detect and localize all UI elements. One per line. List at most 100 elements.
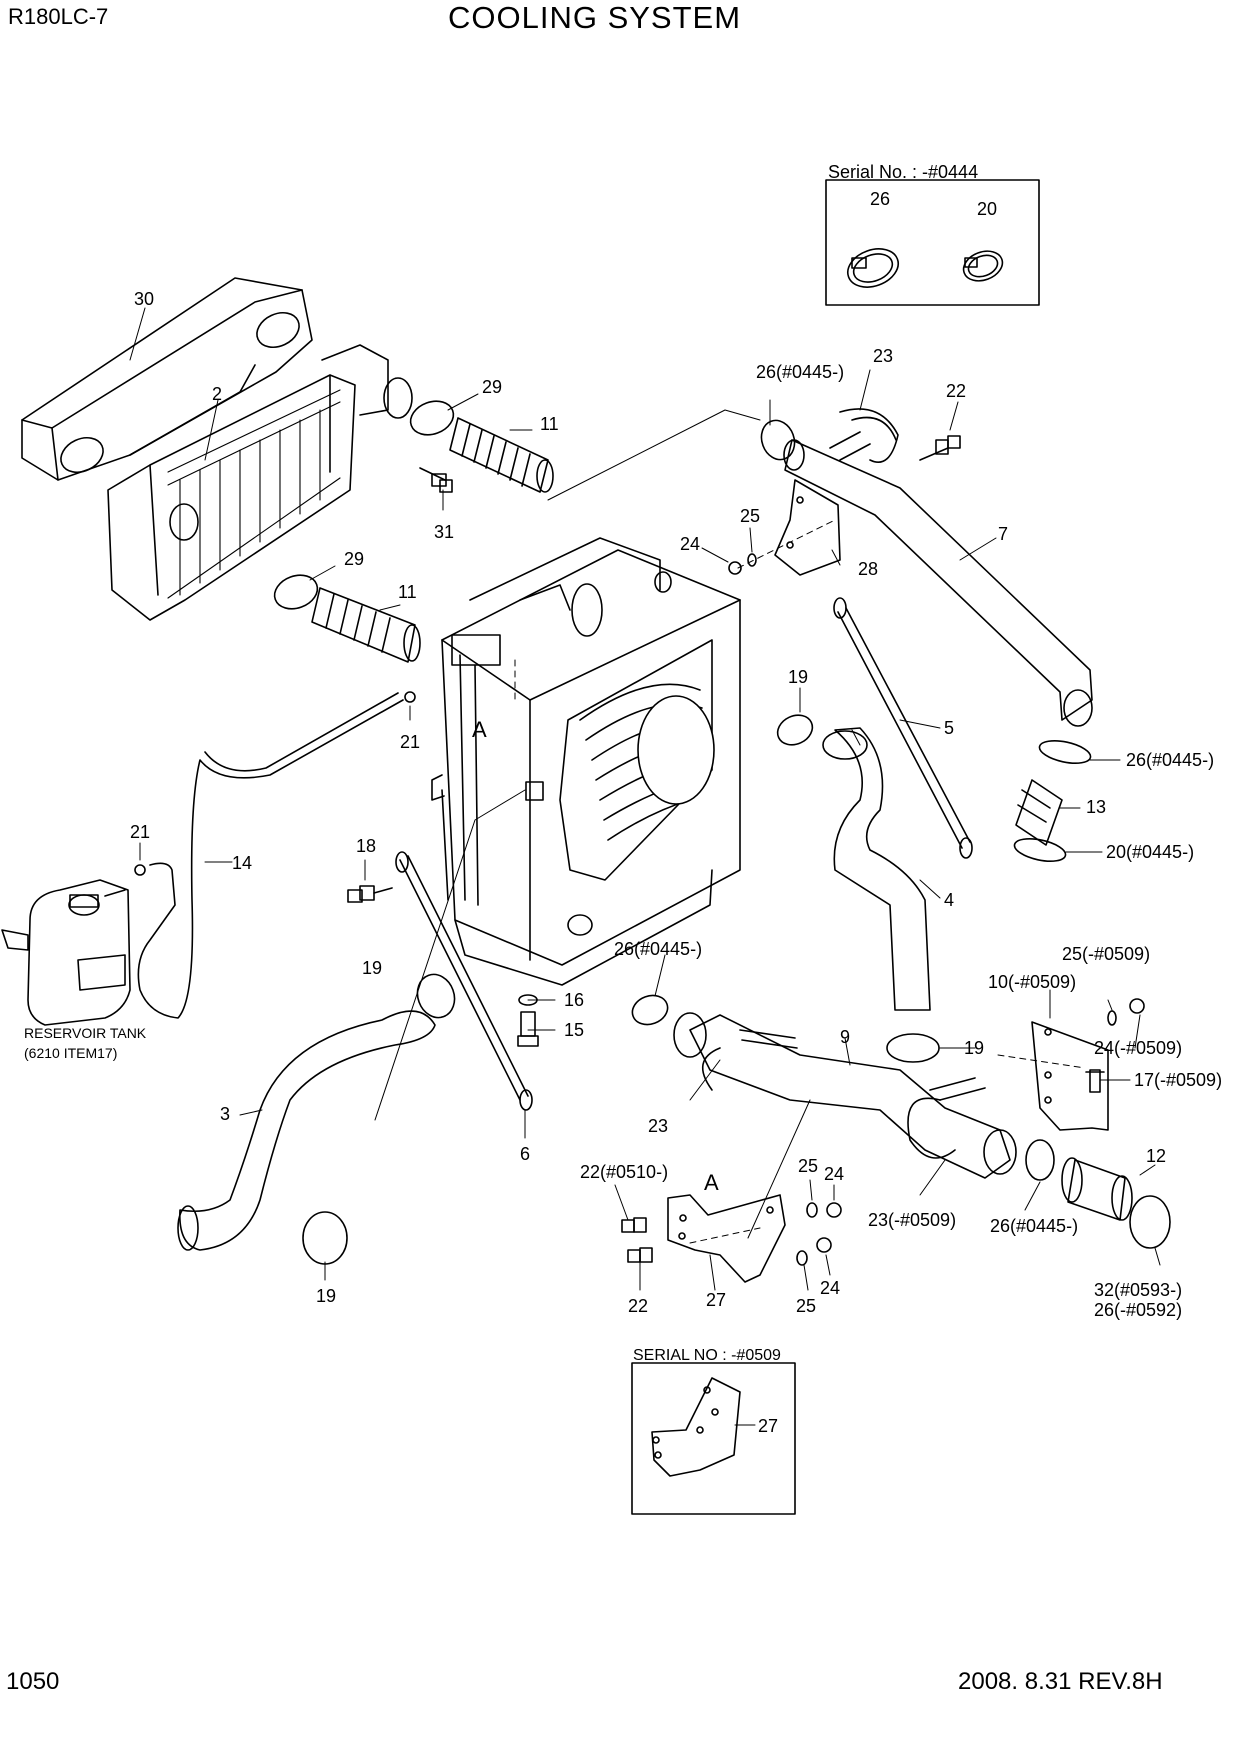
callout-13: 13 — [1086, 797, 1106, 817]
callout-19-hose3-bottom: 19 — [316, 1286, 336, 1306]
pipe-9 — [673, 1012, 1017, 1179]
callout-29-lower: 29 — [344, 549, 364, 569]
nut-24-a-icon — [826, 1202, 842, 1218]
callout-25-right: 25(-#0509) — [1062, 944, 1150, 964]
bolt-22-b-icon — [627, 1247, 653, 1263]
callout-29-upper: 29 — [482, 377, 502, 397]
callout-16: 16 — [564, 990, 584, 1010]
hose-11-upper — [449, 417, 554, 493]
callout-26-hose12: 26(#0445-) — [990, 1216, 1078, 1236]
callout-23-top: 23 — [873, 346, 893, 366]
inset-bottom-item-1: 27 — [758, 1416, 778, 1436]
callout-11-upper: 11 — [540, 414, 559, 434]
nut-24-right-icon — [1129, 998, 1145, 1014]
hose-11-lower — [311, 587, 421, 663]
callout-30: 30 — [134, 289, 154, 309]
serial-inset-top — [825, 179, 1040, 306]
clamp-29-upper-icon — [409, 400, 455, 436]
callout-19-hose4: 19 — [964, 1038, 984, 1058]
hose-13 — [1015, 779, 1063, 846]
callout-25-a: 25 — [798, 1156, 818, 1176]
callout-31: 31 — [434, 522, 454, 542]
callout-26-top: 26(#0445-) — [756, 362, 844, 382]
callout-A-lower: A — [704, 1170, 719, 1195]
clamp-26-top-icon — [760, 419, 796, 461]
clamp-26-pipe9-icon — [631, 994, 669, 1026]
callout-A-upper: A — [472, 717, 487, 742]
clamp-19-bottom-hose3-icon — [302, 1211, 348, 1265]
callout-2: 2 — [212, 384, 222, 404]
connector-lines — [374, 409, 861, 1239]
clamp-21-upper-icon — [404, 691, 416, 703]
callout-19-radiator: 19 — [788, 667, 808, 687]
stay-rod-5 — [833, 597, 973, 859]
bracket-27 — [667, 1194, 786, 1283]
callout-20-hose13: 20(#0445-) — [1106, 842, 1194, 862]
stay-rod-6 — [395, 851, 533, 1111]
callout-26-pipe9: 26(#0445-) — [614, 939, 702, 959]
callout-23-right: 23(-#0509) — [868, 1210, 956, 1230]
reservoir-label-2: (6210 ITEM17) — [24, 1045, 117, 1061]
clamp-20-hose13-icon — [1013, 838, 1067, 862]
callout-18: 18 — [356, 836, 376, 856]
radiator-assembly — [431, 537, 741, 986]
washer-25-a-icon — [806, 1202, 818, 1218]
callout-26-hose13: 26(#0445-) — [1126, 750, 1214, 770]
callout-25-top: 25 — [740, 506, 760, 526]
page-number: 1050 — [6, 1668, 60, 1695]
hose-3 — [177, 1010, 436, 1251]
pipe-7 — [783, 439, 1093, 727]
clamp-20-icon — [962, 250, 1004, 282]
fan-guard — [559, 639, 715, 881]
callout-23-lower: 23 — [648, 1116, 668, 1136]
callout-4: 4 — [944, 890, 954, 910]
callout-12: 12 — [1146, 1146, 1166, 1166]
bracket-10 — [1031, 1021, 1109, 1131]
washer-25-icon — [747, 553, 757, 567]
u-bolts-23-lower — [702, 1029, 986, 1159]
nut-24-icon — [728, 561, 742, 575]
reservoir-tank — [1, 879, 131, 1026]
clamp-26-hose13-icon — [1038, 740, 1092, 764]
clamp-26-hose12-icon — [1025, 1139, 1055, 1181]
pipe-14 — [137, 692, 404, 1019]
clamp-21-lower-icon — [134, 864, 146, 876]
bolt-31-icon — [419, 467, 453, 493]
callout-21-upper: 21 — [400, 732, 420, 752]
callout-19-hose3-top: 19 — [362, 958, 382, 978]
callout-15: 15 — [564, 1020, 584, 1040]
bolt-22-top-icon — [919, 435, 961, 461]
callout-22-a: 22(#0510-) — [580, 1162, 668, 1182]
inset-top-label: Serial No. : -#0444 — [828, 162, 978, 182]
washer-25-right-icon — [1107, 1010, 1117, 1026]
callout-26-right: 26(-#0592) — [1094, 1300, 1182, 1320]
leader-lines — [129, 307, 1161, 1426]
serial-inset-bottom — [631, 1362, 796, 1515]
callout-7: 7 — [998, 524, 1008, 544]
bolt-22-a-icon — [621, 1217, 647, 1233]
reservoir-label-1: RESERVOIR TANK — [24, 1025, 147, 1041]
bolt-15-icon — [517, 1011, 539, 1047]
model-code: R180LC-7 — [8, 4, 109, 29]
intercooler-2 — [107, 344, 413, 621]
callout-24-right: 24(-#0509) — [1094, 1038, 1182, 1058]
callout-27: 27 — [706, 1290, 726, 1310]
revision-date: 2008. 8.31 REV.8H — [958, 1668, 1163, 1695]
clamp-32-icon — [1129, 1195, 1171, 1249]
callout-32: 32(#0593-) — [1094, 1280, 1182, 1300]
u-bolts-23-top — [829, 408, 899, 463]
reference-lines — [514, 519, 1086, 1244]
page-title: COOLING SYSTEM — [448, 0, 742, 35]
callout-24-b: 24 — [820, 1278, 840, 1298]
callout-24-top: 24 — [680, 534, 700, 554]
inset-top-item-1: 26 — [870, 189, 890, 209]
callout-17: 17(-#0509) — [1134, 1070, 1222, 1090]
washer-25-b-icon — [796, 1250, 808, 1266]
callout-5: 5 — [944, 718, 954, 738]
callout-21-lower: 21 — [130, 822, 150, 842]
callout-3: 3 — [220, 1104, 230, 1124]
callout-9: 9 — [840, 1027, 850, 1047]
bolt-18-icon — [347, 885, 393, 903]
bracket-28 — [774, 479, 841, 576]
